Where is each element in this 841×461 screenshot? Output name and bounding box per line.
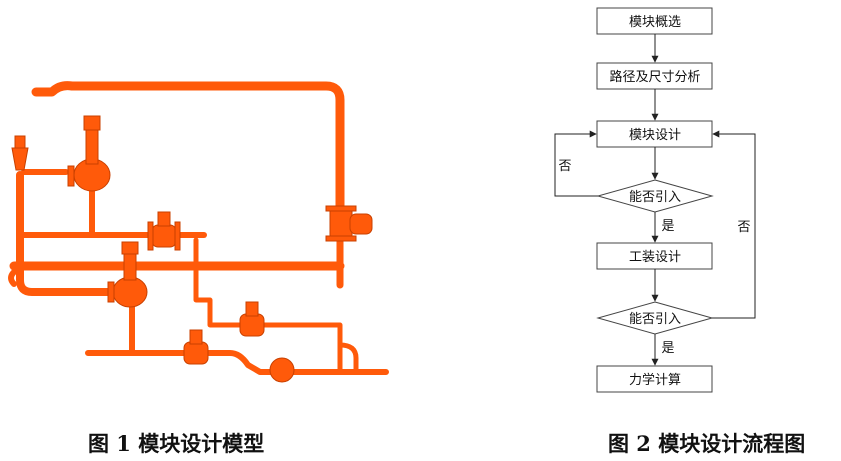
relief-valve-cap-upper [83,115,101,131]
check-valve [269,357,295,383]
relief-valve-bonnet-lower [123,251,137,281]
node-step5-box [596,365,713,393]
pipe-module-model [8,81,389,375]
label-yes-1: 是 [661,219,674,234]
right-tee-flange-top [325,205,357,212]
figure2-caption: 图 2 模块设计流程图 [608,431,806,456]
left-column [16,171,122,296]
design-flowchart: 模块概选 路径及尺寸分析 模块设计 能否引入 工装设计 能否引入 力学计算 否 … [554,7,756,393]
label-no-2: 否 [737,220,750,235]
figure1-caption: 图 1 模块设计模型 [88,431,265,456]
mid-pipe-3 [8,269,17,287]
gate-valve-mid [151,224,177,248]
gate-valve-mid-flange-l [147,221,154,251]
gate-valve-lower-stem [189,329,203,345]
flow-arrows [554,34,756,366]
label-no-1: 否 [558,159,571,174]
arrow-d1-loop-back [554,130,598,197]
funnel-cap [14,135,26,149]
relief-valve-bonnet-upper [85,127,99,165]
node-step1-label: 模块概选 [629,15,681,30]
gate-valve-lower [183,341,209,365]
node-step2-box [596,62,713,90]
node-decision2-label: 能否引入 [629,312,681,327]
funnel-top [11,147,29,171]
arrow-d2-loop-back [712,130,756,319]
vertical-drop [193,237,343,373]
gate-valve-right-stem [245,301,259,317]
pipe-components [11,115,373,383]
node-step5-label: 力学计算 [629,372,681,388]
gate-valve-mid-stem [157,211,171,227]
right-tee-flange-bottom [325,235,357,242]
node-step1-box [596,7,713,35]
lower-pipe [85,350,389,375]
node-step2-label: 路径及尺寸分析 [609,69,700,85]
right-return [337,342,359,373]
flow-boxes [596,7,714,393]
right-tee-outlet [349,213,373,235]
relief-valve-flange-upper [67,165,75,187]
relief-valve-body-lower [112,276,148,308]
node-decision1-label: 能否引入 [629,190,681,205]
top-pipe [31,81,345,215]
flow-texts: 模块概选 路径及尺寸分析 模块设计 能否引入 工装设计 能否引入 力学计算 否 … [558,15,750,388]
gate-valve-right [239,313,265,337]
label-yes-2: 是 [661,341,674,356]
node-step3-label: 模块设计 [629,128,681,143]
gate-valve-mid-flange-r [174,221,181,251]
node-step3-box [596,120,713,148]
right-tee-body [329,207,353,239]
node-step4-label: 工装设计 [629,250,681,265]
relief-valve-cap-lower [121,241,139,255]
relief-valve-flange-lower [107,281,115,303]
